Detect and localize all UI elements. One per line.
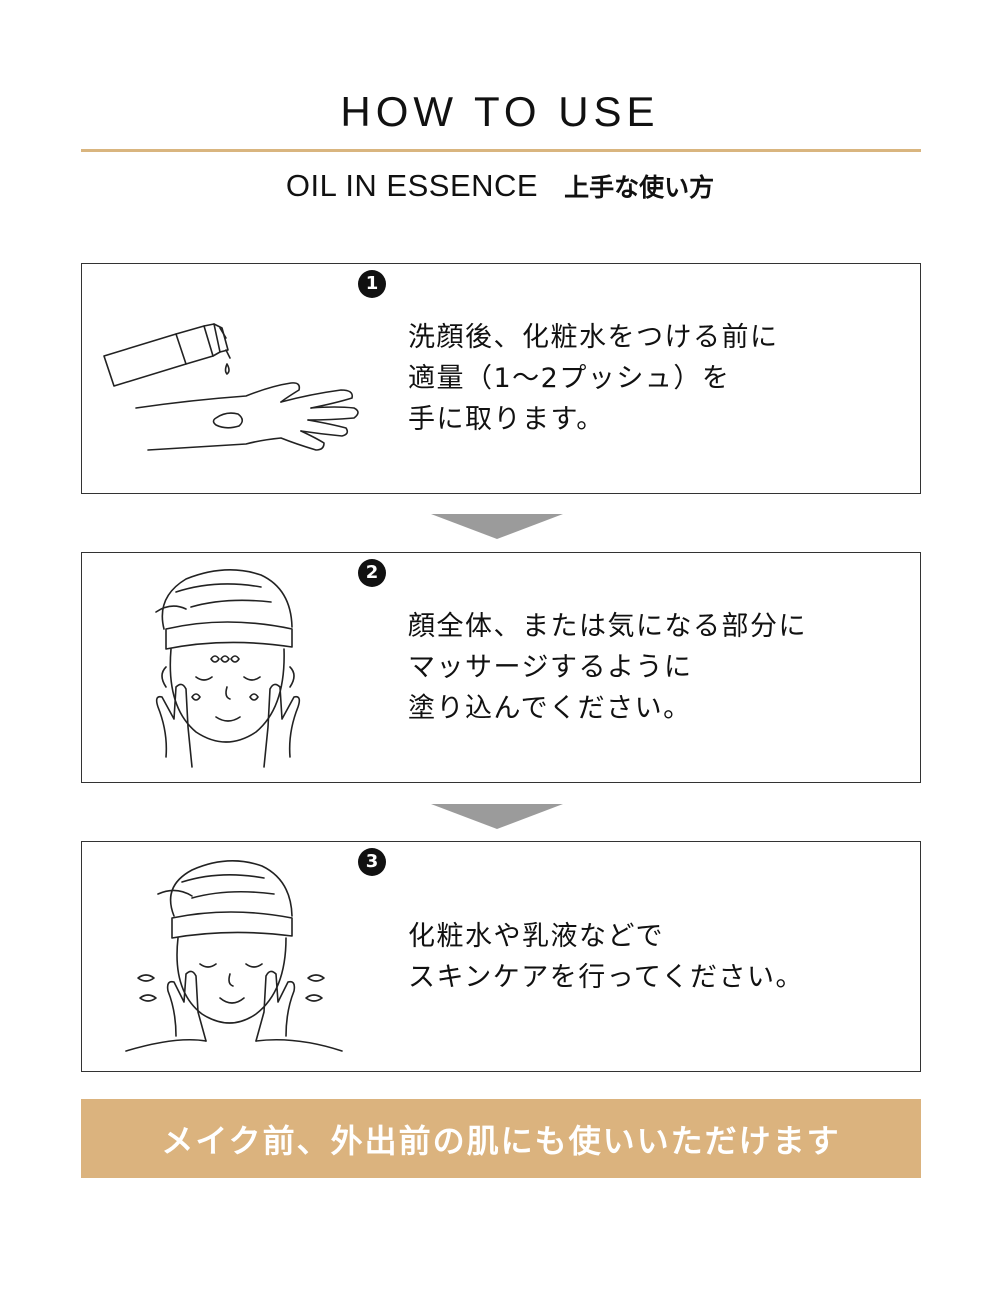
step-2-line-3: 塗り込んでください。 <box>408 693 692 724</box>
step-3-number: 3 <box>358 848 386 876</box>
step-3-text: 3 化粧水や乳液などで スキンケアを行ってください。 <box>358 842 804 1071</box>
footer-banner: メイク前、外出前の肌にも使いいただけます <box>81 1099 921 1178</box>
step-1-line-3: 手に取ります。 <box>408 404 605 435</box>
step-1-line-1: 洗顔後、化粧水をつける前に <box>408 322 779 353</box>
step-1-text: 1 洗顔後、化粧水をつける前に 適量（1〜2プッシュ）を 手に取ります。 <box>358 264 779 493</box>
title-divider <box>81 149 921 152</box>
down-arrow-icon <box>431 804 563 829</box>
page-title: HOW TO USE <box>340 88 660 135</box>
face-massage-icon <box>155 569 301 768</box>
step-1-card: 1 洗顔後、化粧水をつける前に 適量（1〜2プッシュ）を 手に取ります。 <box>81 263 921 494</box>
step-2-line-2: マッサージするように <box>408 652 693 683</box>
product-name: OIL IN ESSENCE <box>285 168 539 203</box>
step-2-card: 2 顔全体、または気になる部分に マッサージするように 塗り込んでください。 <box>81 552 921 783</box>
step-2-text: 2 顔全体、または気になる部分に マッサージするように 塗り込んでください。 <box>358 553 807 782</box>
step-3-line-1: 化粧水や乳液などで <box>408 920 664 952</box>
step-2-line-1: 顔全体、または気になる部分に <box>408 611 807 642</box>
step-3-line-2: スキンケアを行ってください。 <box>408 961 805 993</box>
oil-bottle-hand-icon <box>103 323 359 451</box>
footer-banner-text: メイク前、外出前の肌にも使いいただけます <box>161 1121 841 1160</box>
page-subtitle: OIL IN ESSENCE 上手な使い方 <box>0 168 1000 204</box>
face-skincare-icon <box>125 860 343 1052</box>
subtitle-text: 上手な使い方 <box>564 173 715 202</box>
step-2-number: 2 <box>358 559 386 587</box>
step-1-line-2: 適量（1〜2プッシュ）を <box>408 363 731 394</box>
step-1-number: 1 <box>358 270 386 298</box>
down-arrow-icon <box>431 514 563 539</box>
step-3-card: 3 化粧水や乳液などで スキンケアを行ってください。 <box>81 841 921 1072</box>
